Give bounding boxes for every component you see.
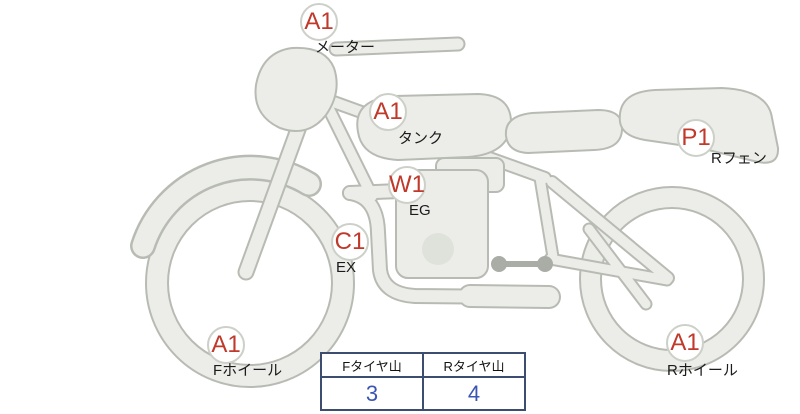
grade-badge-tank: A1: [369, 93, 407, 131]
grade-text: A1: [304, 8, 334, 35]
grade-text: P1: [681, 124, 711, 151]
part-label-front-wheel: Fホイール: [213, 362, 283, 379]
seat-shape: [504, 109, 624, 154]
part-label-rear-wheel: Rホイール: [667, 362, 738, 379]
part-label-rear-fender: Rフェン: [711, 150, 767, 167]
grade-text: W1: [389, 171, 425, 198]
front-tire-header: Fタイヤ山: [320, 352, 424, 378]
grade-badge-rear-wheel: A1: [666, 324, 704, 362]
grade-text: C1: [334, 228, 366, 255]
grade-badge-exhaust: C1: [331, 223, 369, 261]
front-tire-value: 3: [320, 376, 424, 411]
grade-text: A1: [211, 331, 241, 358]
grade-text: A1: [373, 98, 403, 125]
rear-tire-value: 4: [422, 376, 526, 411]
grade-badge-engine: W1: [388, 166, 426, 204]
part-label-tank: タンク: [398, 130, 444, 147]
part-label-exhaust: EX: [336, 259, 357, 276]
tire-tread-table: Fタイヤ山 Rタイヤ山 3 4: [320, 352, 526, 411]
footpeg-detail: [491, 256, 553, 272]
grade-badge-rear-fender: P1: [677, 119, 715, 157]
rear-tire-header: Rタイヤ山: [422, 352, 526, 378]
headlight-shape: [254, 46, 338, 132]
part-label-meter: メーター: [315, 39, 376, 56]
grade-text: A1: [670, 329, 700, 356]
part-label-engine: EG: [409, 202, 431, 219]
grade-badge-front-wheel: A1: [207, 326, 245, 364]
grade-badge-meter: A1: [300, 3, 338, 41]
